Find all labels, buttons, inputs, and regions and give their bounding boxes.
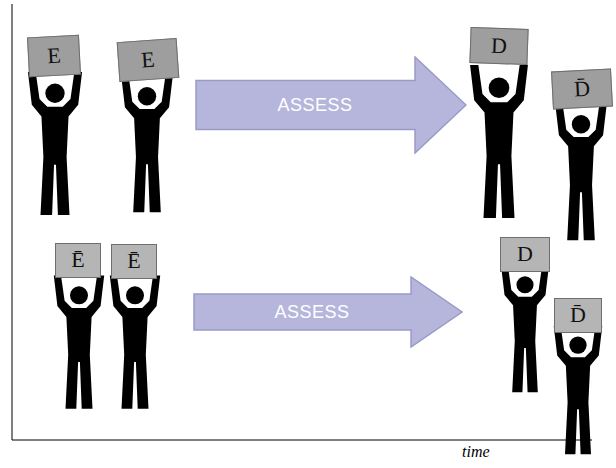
person-silhouette: [554, 326, 603, 454]
sign-letter: E: [47, 42, 62, 69]
arrow-outline: [194, 277, 462, 347]
sign-board: D̄: [554, 298, 602, 333]
sign-letter: D̄: [573, 75, 590, 102]
sign-letter: Ē: [127, 248, 140, 274]
sign-letter: D̄: [570, 302, 586, 328]
sign-board: D: [469, 27, 528, 65]
sign-letter: D: [517, 241, 533, 267]
axis-line: [12, 4, 13, 440]
person-silhouette: [501, 266, 549, 392]
sign-board: Ē: [111, 244, 157, 279]
sign-letter: Ē: [71, 247, 84, 273]
person-silhouette: [555, 104, 607, 240]
person-silhouette: [121, 76, 173, 212]
sign-board: Ē: [55, 243, 101, 278]
sign-board: E: [117, 38, 180, 82]
axis-label: time: [462, 443, 490, 461]
arrow-outline: [196, 57, 466, 153]
person-silhouette: [54, 276, 104, 409]
arrow-label: ASSESS: [277, 95, 352, 116]
block-arrow: ASSESS: [193, 276, 463, 348]
axes: [12, 4, 592, 440]
sign-board: D̄: [551, 68, 613, 109]
person-silhouette: [110, 276, 160, 409]
arrow-label: ASSESS: [274, 302, 349, 323]
block-arrow: ASSESS: [195, 56, 467, 154]
sign-letter: E: [140, 46, 155, 73]
axis-line: [12, 440, 592, 441]
sign-board: D: [500, 237, 550, 272]
person-silhouette: [470, 65, 528, 218]
person-silhouette: [28, 72, 82, 215]
sign-letter: D: [491, 33, 508, 60]
sign-board: E: [27, 35, 81, 78]
